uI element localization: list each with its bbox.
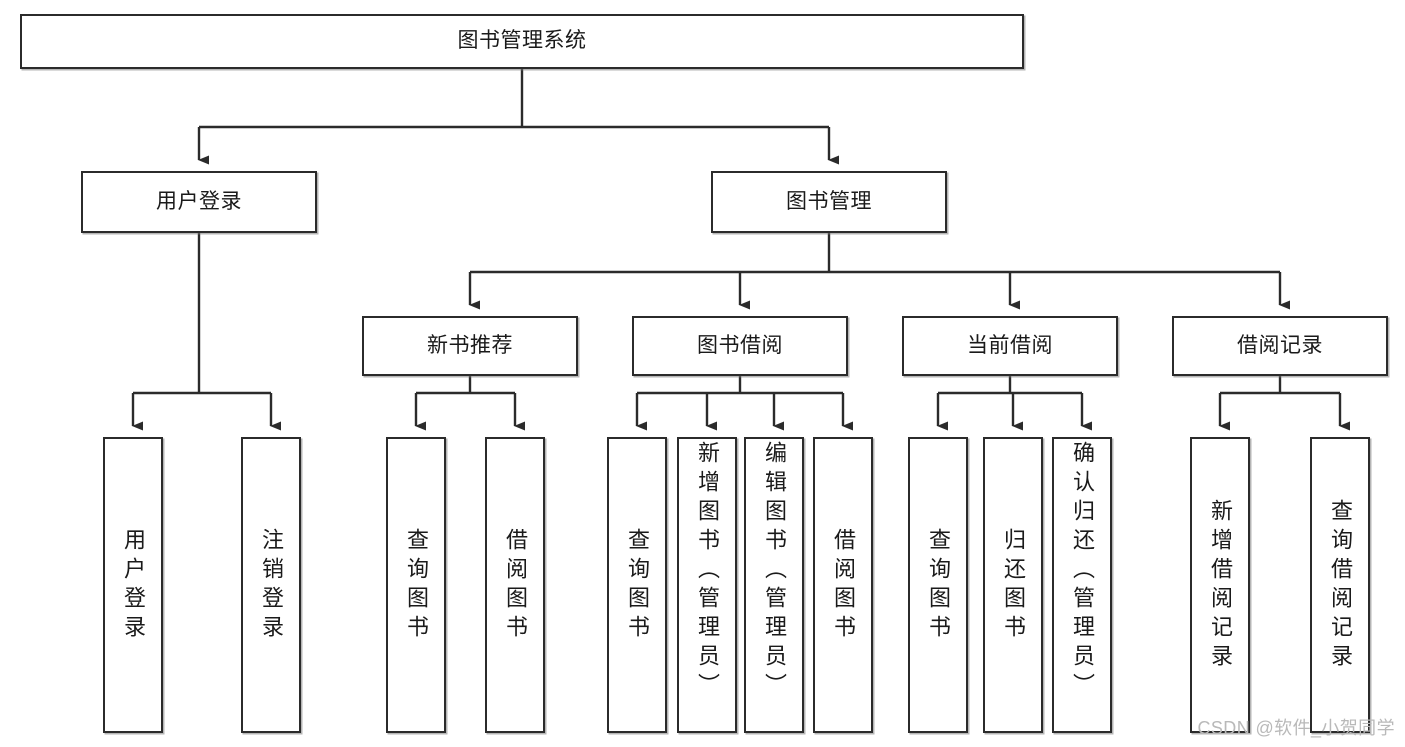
node-label-leaf-edit-book-admin: 编辑图书（管理员） (761, 441, 787, 702)
node-book-borrow[interactable]: 图书借阅 (632, 316, 848, 376)
node-root[interactable]: 图书管理系统 (20, 14, 1024, 69)
node-current-borrow[interactable]: 当前借阅 (902, 316, 1118, 376)
node-leaf-query-book-2[interactable]: 查询图书 (607, 437, 667, 733)
node-leaf-add-book-admin[interactable]: 新增图书（管理员） (677, 437, 737, 733)
node-label-current-borrow: 当前借阅 (967, 333, 1053, 357)
node-leaf-edit-book-admin[interactable]: 编辑图书（管理员） (744, 437, 804, 733)
node-label-new-book-rec: 新书推荐 (427, 333, 513, 357)
node-new-book-rec[interactable]: 新书推荐 (362, 316, 578, 376)
node-leaf-query-book-3[interactable]: 查询图书 (908, 437, 968, 733)
node-leaf-confirm-return-admin[interactable]: 确认归还（管理员） (1052, 437, 1112, 733)
node-label-book-borrow: 图书借阅 (697, 333, 783, 357)
node-label-leaf-query-book-2: 查询图书 (624, 528, 650, 644)
node-leaf-logout-login[interactable]: 注销登录 (241, 437, 301, 733)
node-label-leaf-add-borrow-record: 新增借阅记录 (1207, 499, 1233, 673)
node-borrow-record[interactable]: 借阅记录 (1172, 316, 1388, 376)
node-leaf-return-book[interactable]: 归还图书 (983, 437, 1043, 733)
node-label-leaf-borrow-book-1: 借阅图书 (502, 528, 528, 644)
node-user-login[interactable]: 用户登录 (81, 171, 317, 233)
node-label-leaf-query-borrow-record: 查询借阅记录 (1327, 499, 1353, 673)
node-leaf-add-borrow-record[interactable]: 新增借阅记录 (1190, 437, 1250, 733)
node-leaf-query-book-1[interactable]: 查询图书 (386, 437, 446, 733)
node-label-root: 图书管理系统 (457, 29, 587, 53)
node-label-leaf-query-book-3: 查询图书 (925, 528, 951, 644)
node-book-manage[interactable]: 图书管理 (711, 171, 947, 233)
watermark-text: CSDN @软件_小贺同学 (1197, 718, 1395, 738)
node-leaf-borrow-book-1[interactable]: 借阅图书 (485, 437, 545, 733)
node-label-leaf-borrow-book-2: 借阅图书 (830, 528, 856, 644)
node-label-leaf-logout-login: 注销登录 (258, 528, 284, 644)
node-label-leaf-query-book-1: 查询图书 (403, 528, 429, 644)
node-leaf-borrow-book-2[interactable]: 借阅图书 (813, 437, 873, 733)
node-label-leaf-return-book: 归还图书 (1000, 528, 1026, 644)
node-label-leaf-add-book-admin: 新增图书（管理员） (694, 441, 720, 702)
node-label-user-login: 用户登录 (156, 189, 242, 213)
node-label-book-manage: 图书管理 (786, 189, 872, 213)
node-label-borrow-record: 借阅记录 (1237, 333, 1323, 357)
node-label-leaf-user-login: 用户登录 (120, 528, 146, 644)
node-leaf-user-login[interactable]: 用户登录 (103, 437, 163, 733)
node-leaf-query-borrow-record[interactable]: 查询借阅记录 (1310, 437, 1370, 733)
node-label-leaf-confirm-return-admin: 确认归还（管理员） (1069, 441, 1095, 702)
